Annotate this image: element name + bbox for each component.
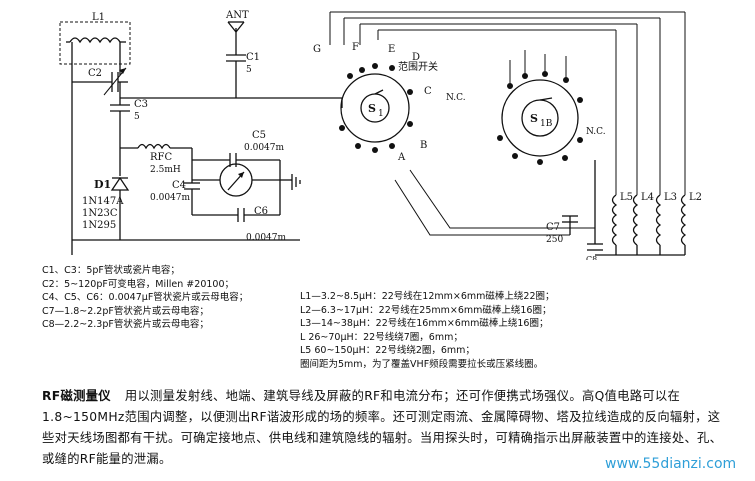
note-line: L 26~70μH：22号线绕7圈，6mm；	[300, 331, 463, 343]
label-c6: C6	[254, 206, 268, 217]
label-ant: ANT	[225, 10, 249, 21]
diode-d1	[72, 148, 300, 241]
diode-type-2: 1N23C	[82, 208, 118, 219]
label-s1b: S	[530, 112, 538, 125]
switch-leads	[329, 11, 686, 236]
note-line: C4、C5、C6：0.0047μF管状瓷片或云母电容；	[42, 292, 249, 304]
value-c7: 250	[546, 235, 563, 245]
value-c5: 0.0047m	[244, 143, 284, 153]
coil-l2	[680, 194, 687, 255]
label-s1b-sub: 1B	[540, 119, 553, 129]
capacitor-c5	[192, 153, 281, 215]
capacitor-notes: C1、C3：5pF管状或瓷片电容； C2：5~120pF可变电容，Millen …	[42, 264, 248, 332]
terminal-e: E	[388, 44, 395, 55]
switch-s1b-contacts	[497, 71, 583, 165]
choke-rfc	[120, 143, 193, 175]
note-line: L5 60~150μH：22号线绕2圈，6mm；	[300, 345, 475, 357]
coil-notes: L1—3.2~8.5μH：22号线在12mm×6mm磁棒上绕22圈； L2—6.…	[300, 290, 555, 372]
diode-type-1: 1N147A	[82, 196, 124, 207]
terminal-nc-2: N.C.	[586, 127, 606, 137]
label-l5: L5	[620, 192, 633, 203]
terminal-f: F	[352, 42, 359, 53]
label-l3: L3	[664, 192, 677, 203]
description-paragraph: RF磁测量仪用以测量发射线、地端、建筑导线及屏蔽的RF和电流分布；还可作便携式场…	[42, 386, 732, 470]
capacitor-c6	[192, 208, 280, 222]
terminal-a: A	[397, 152, 406, 163]
terminal-c: C	[424, 86, 432, 97]
value-rfc: 2.5mH	[150, 165, 181, 175]
switch-s1b	[501, 79, 579, 157]
capacitor-c3	[110, 104, 130, 112]
circuit-schematic: L1 C2 C3 5 RFC 2.5mH D1 1N147A 1N23C 1	[59, 10, 702, 260]
value-c6: 0.0047m	[246, 233, 286, 243]
label-c7: C7	[546, 222, 560, 233]
label-d1: D1	[94, 178, 111, 191]
capacitor-c4	[184, 175, 200, 215]
coil-l5	[611, 194, 618, 255]
note-line: L3—14~38μH：22号线在16mm×6mm磁棒上绕16圈；	[300, 318, 549, 330]
label-rfc: RFC	[150, 152, 172, 163]
description-title: RF磁测量仪	[42, 389, 111, 403]
watermark: www.55dianzi.com	[605, 456, 737, 472]
switch-s1-contacts	[339, 63, 413, 153]
meter	[192, 163, 280, 197]
description-body: 用以测量发射线、地端、建筑导线及屏蔽的RF和电流分布；还可作便携式场强仪。高Q值…	[42, 389, 723, 466]
terminal-b: B	[420, 140, 427, 151]
value-c4: 0.0047m	[150, 193, 190, 203]
note-line: C7—1.8~2.2pF管状瓷片或云母电容；	[42, 305, 209, 317]
note-line: C1、C3：5pF管状或瓷片电容；	[42, 265, 180, 276]
coil-l4	[632, 194, 639, 255]
terminal-d: D	[412, 52, 420, 63]
coil-l3	[655, 194, 662, 255]
ground-icon	[280, 174, 301, 190]
note-line: C8—2.2~2.3pF管状瓷片或云母电容；	[42, 319, 209, 331]
diode-type-3: 1N295	[82, 220, 116, 231]
label-l2: L2	[689, 192, 702, 203]
capacitor-c1	[226, 54, 246, 98]
terminal-g: G	[313, 44, 321, 55]
switch-s1	[340, 73, 410, 143]
label-c4: C4	[172, 180, 186, 191]
value-c3: 5	[134, 112, 140, 122]
label-range-switch: 范围开关	[398, 60, 438, 73]
label-s1: S	[368, 102, 376, 115]
note-line: C2：5~120pF可变电容，Millen #20100；	[42, 278, 234, 290]
capacitor-c2	[72, 67, 128, 96]
label-c5: C5	[252, 130, 266, 141]
label-s1-sub: 1	[378, 109, 384, 119]
coil-l1	[59, 21, 131, 65]
value-c1: 5	[246, 65, 252, 75]
note-line: 圈间距为5mm，为了覆盖VHF频段需要拉长或压紧线圈。	[300, 358, 544, 370]
capacitor-c7	[562, 215, 578, 235]
label-c8: C8	[586, 255, 597, 260]
label-l4: L4	[641, 192, 654, 203]
capacitor-c8	[587, 228, 603, 251]
label-c1: C1	[246, 52, 260, 63]
label-c2: C2	[88, 68, 102, 79]
note-line: L1—3.2~8.5μH：22号线在12mm×6mm磁棒上绕22圈；	[300, 291, 555, 302]
label-l1: L1	[92, 12, 105, 23]
label-c3: C3	[134, 99, 148, 110]
note-line: L2—6.3~17μH：22号线在25mm×6mm磁棒上绕16圈；	[300, 304, 552, 316]
terminal-nc-1: N.C.	[446, 93, 466, 103]
antenna-icon	[227, 21, 245, 55]
